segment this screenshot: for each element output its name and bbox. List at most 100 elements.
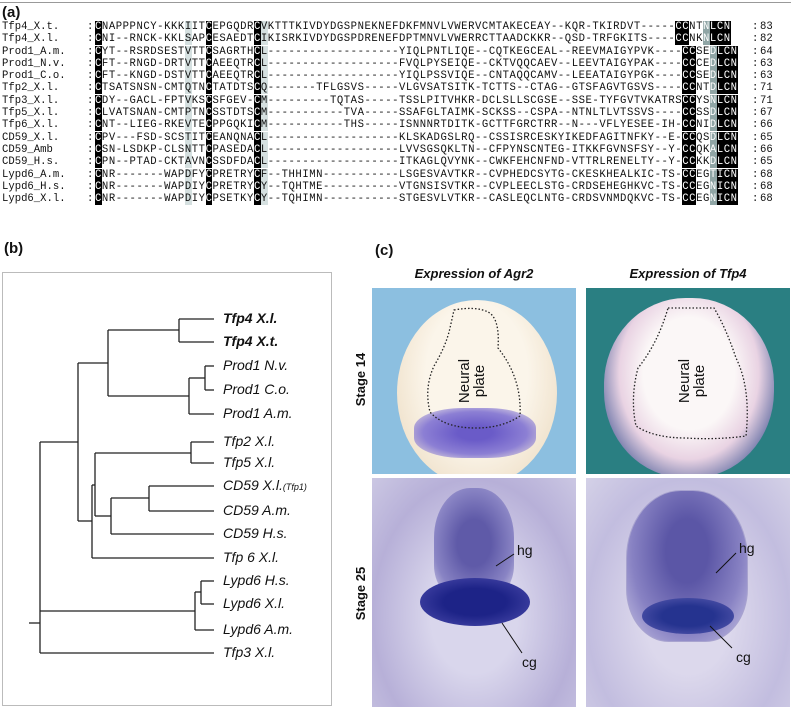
hindgut-label: hg [517, 542, 533, 558]
sequence: CSN-LSDKP-CLSNTTCPASEDACL---------------… [95, 143, 738, 156]
sequence-name: Tfp4_X.t. [2, 21, 60, 33]
residue-count: 63 [760, 70, 773, 83]
tree-leaf-label: Prod1 N.v. [223, 357, 289, 373]
separator: : [752, 94, 759, 107]
tree-leaf-label: Tfp2 X.l. [223, 433, 276, 449]
sequence-name: Tfp5_X.l. [2, 107, 60, 120]
sequence: CNR-------WAPDIYCPRETRYCY--TQHTME-------… [95, 180, 738, 193]
row-label-stage25: Stage 25 [353, 566, 369, 621]
sequence: CNR-------WAPDIYCPSETKYCY--TQHIMN-------… [95, 193, 738, 206]
separator: : [87, 107, 94, 120]
cement-gland-label: cg [736, 649, 751, 665]
tree-leaf-label: Lypd6 X.l. [223, 595, 286, 611]
separator: : [752, 131, 759, 144]
sequence-name: Prod1_A.m. [2, 45, 66, 58]
sequence: CDY--GACL-FPTVKSCSFGEV-CM---------TQTAS-… [95, 94, 738, 107]
separator: : [752, 82, 759, 95]
tree-leaf-label: Lypd6 A.m. [223, 621, 294, 637]
separator: : [87, 94, 94, 107]
separator: : [752, 33, 759, 46]
sequence: CFT--KNGD-DSTVTTCAEEQTRCL---------------… [95, 70, 738, 83]
alignment-row: Tfp4_X.l.:CNI--RNCK-KKLSAPCESAEDTCIKISRK… [2, 33, 791, 46]
alignment-row: CD59_H.s.:CPN--PTAD-CKTAVNCSSDFDACL-----… [2, 156, 791, 169]
top-rule [0, 2, 791, 3]
alignment-row: Tfp2_X.l.: CTSATSNSN-CMTQTNCTATDTSCQ-----… [2, 82, 791, 95]
alignment-row: Tfp4_X.t.: CNAPPPNCY-KKKIITCEPGQDRCVKTTTK… [2, 21, 791, 33]
tree-branches [29, 318, 214, 654]
tree-leaf-label: Tfp 6 X.l. [223, 549, 280, 565]
residue-count: 65 [760, 156, 773, 169]
sequence-alignment: Tfp4_X.t.:CNAPPPNCY-KKKIITCEPGQDRCVKTTTK… [2, 21, 791, 206]
sequence: CPV---FSD-SCSTITCEANQNACL---------------… [95, 131, 738, 144]
residue-count: 63 [760, 57, 773, 70]
separator: : [87, 168, 94, 181]
row-label-stage14: Stage 14 [353, 352, 369, 407]
tree-leaf-label: Tfp5 X.l. [223, 454, 276, 470]
separator: : [87, 131, 94, 144]
sequence-name: Tfp6_X.l. [2, 119, 60, 132]
separator: : [752, 143, 759, 156]
alignment-row: Lypd6_H.s.: CNR-------WAPDIYCPRETRYCY--TQ… [2, 180, 791, 193]
residue-count: 68 [760, 180, 773, 193]
sequence-name: Lypd6_A.m. [2, 168, 66, 181]
sequence-name: Lypd6_X.l. [2, 193, 66, 206]
embryo-photo-agr2-stage25: hg cg [372, 478, 576, 707]
residue-count: 66 [760, 143, 773, 156]
sequence-name: Tfp2_X.l. [2, 82, 60, 95]
separator: : [752, 156, 759, 169]
residue-count: 82 [760, 33, 773, 46]
separator: : [87, 156, 94, 169]
separator: : [87, 193, 94, 206]
sequence-name: CD59_H.s. [2, 156, 60, 169]
separator: : [752, 119, 759, 132]
alignment-row: Prod1_N.v.:CFT--RNGD-DRTVTTCAEEQTRCL----… [2, 57, 791, 70]
separator: : [87, 33, 94, 46]
sequence-name: Lypd6_H.s. [2, 180, 66, 193]
tree-leaf-label: Tfp4 X.l. [223, 310, 278, 326]
alignment-row: Lypd6_X.l.:CNR-------WAPDIYCPSETKYCY--TQ… [2, 193, 791, 206]
sequence-name: CD59_Amb [2, 143, 53, 156]
residue-count: 83 [760, 21, 773, 33]
tree-leaf-label: Prod1 C.o. [223, 381, 290, 397]
separator: : [752, 168, 759, 181]
sequence-name: Tfp4_X.l. [2, 33, 60, 46]
sequence: CNR-------WAPDFYCPRETRYCF--THHIMN-------… [95, 168, 738, 181]
tree-leaf-label: Prod1 A.m. [223, 405, 293, 421]
column-title-tfp4: Expression of Tfp4 [629, 266, 747, 281]
sequence: CYT--RSRDSESTVTTCSAGRTHCL---------------… [95, 45, 738, 58]
tree-leaf-label: Tfp3 X.l. [223, 644, 276, 660]
panel-label-a: (a) [2, 4, 21, 21]
panel-label-c: (c) [375, 242, 394, 259]
panel-label-b: (b) [4, 240, 24, 257]
sequence: CNT--LIEG-RKEVTECPPGQKICM-----------THS-… [95, 119, 738, 132]
alignment-row: Tfp6_X.l.:CNT--LIEG-RKEVTECPPGQKICM-----… [2, 119, 791, 132]
separator: : [752, 180, 759, 193]
phylogenetic-tree: Tfp4 X.l.Tfp4 X.t.Prod1 N.v.Prod1 C.o.Pr… [2, 272, 332, 706]
tree-leaf-label: Lypd6 H.s. [223, 572, 290, 588]
alignment-row: Prod1_C.o.:CFT--KNGD-DSTVTTCAEEQTRCL----… [2, 70, 791, 83]
sequence: CNAPPPNCY-KKKIITCEPGQDRCVKTTTKIVDYDGSPNE… [95, 21, 731, 33]
separator: : [752, 21, 759, 33]
sequence: CTSATSNSN-CMTQTNCTATDTSCQ-------TFLGSVS-… [95, 82, 738, 95]
residue-count: 68 [760, 168, 773, 181]
separator: : [87, 119, 94, 132]
separator: : [752, 193, 759, 206]
sequence: CPN--PTAD-CKTAVNCSSDFDACL---------------… [95, 156, 738, 169]
separator: : [87, 70, 94, 83]
residue-count: 66 [760, 119, 773, 132]
separator: : [87, 143, 94, 156]
alignment-row: Tfp5_X.l.:CLVATSNAN-CMTPTNCSSTDTSCM-----… [2, 107, 791, 120]
separator: : [752, 57, 759, 70]
separator: : [87, 57, 94, 70]
hindgut-label: hg [739, 540, 755, 556]
separator: : [752, 107, 759, 120]
sequence: CNI--RNCK-KKLSAPCESAEDTCIKISRKIVDYDGSPDR… [95, 33, 731, 46]
residue-count: 65 [760, 131, 773, 144]
alignment-row: Lypd6_A.m.:CNR-------WAPDFYCPRETRYCF--TH… [2, 168, 791, 181]
alignment-row: Prod1_A.m.:CYT--RSRDSESTVTTCSAGRTHCL----… [2, 45, 791, 58]
alignment-row: Tfp3_X.l.:CDY--GACL-FPTVKSCSFGEV-CM-----… [2, 94, 791, 107]
